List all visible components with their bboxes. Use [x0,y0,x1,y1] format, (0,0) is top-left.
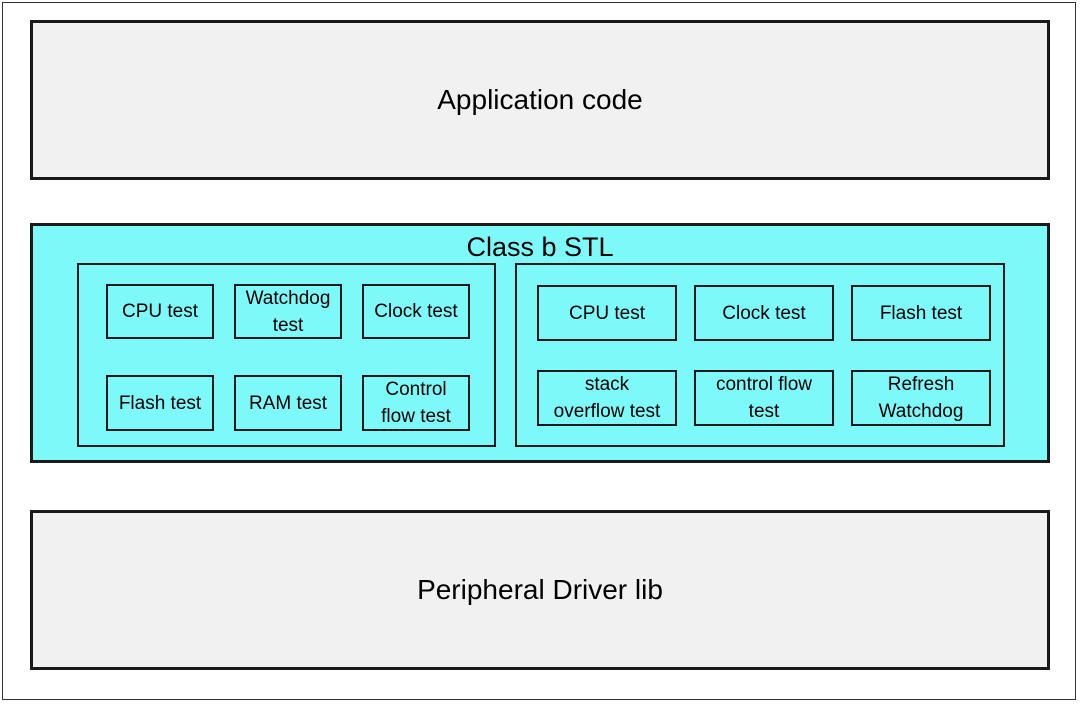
right-refresh-watchdog-box: Refresh Watchdog [851,370,991,426]
right-cpu-test-box: CPU test [537,285,677,341]
peripheral-driver-lib-label: Peripheral Driver lib [417,574,663,605]
stl-right-group: CPU test Clock test Flash test stack ove… [515,263,1005,447]
left-ram-test-box: RAM test [234,375,342,431]
left-cpu-test-box: CPU test [106,284,214,339]
application-code-label: Application code [437,84,643,115]
right-control-flow-test-box: control flow test [694,370,834,426]
left-clock-test-box: Clock test [362,284,470,339]
class-b-stl-layer: Class b STL CPU test Watchdog test Clock… [30,223,1050,463]
stl-title: Class b STL [466,232,614,262]
left-watchdog-test-box: Watchdog test [234,284,342,339]
stl-left-group: CPU test Watchdog test Clock test Flash … [77,263,496,447]
right-stack-overflow-test-box: stack overflow test [537,370,677,426]
peripheral-driver-lib-layer: Peripheral Driver lib [30,510,1050,670]
left-flash-test-box: Flash test [106,375,214,431]
right-flash-test-box: Flash test [851,285,991,341]
left-control-flow-test-box: Control flow test [362,375,470,431]
right-clock-test-box: Clock test [694,285,834,341]
application-code-layer: Application code [30,20,1050,180]
